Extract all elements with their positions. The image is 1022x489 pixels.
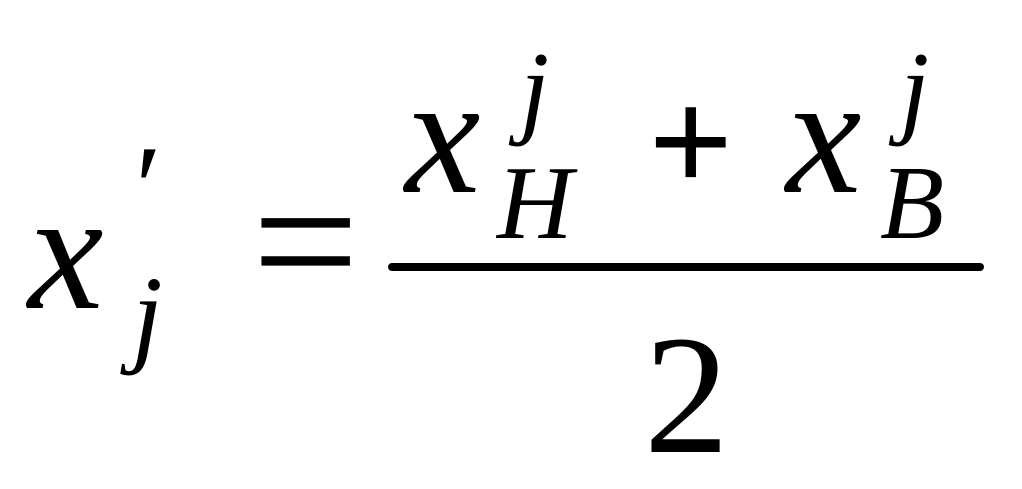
denominator: 2: [644, 301, 729, 489]
numerator-x-b: x: [783, 41, 861, 229]
plus-sign: +: [648, 59, 733, 225]
lhs-x: x: [25, 157, 103, 345]
numerator-sub-b: B: [880, 144, 944, 261]
equals-sign: =: [252, 137, 359, 347]
lhs-prime: ′: [128, 121, 156, 254]
numerator-sup-j-2: j: [888, 30, 929, 147]
numerator-sub-h: H: [495, 144, 578, 261]
numerator-x-h: x: [402, 41, 480, 229]
numerator-sup-j-1: j: [508, 30, 549, 147]
lhs-subscript-j: j: [120, 254, 163, 376]
